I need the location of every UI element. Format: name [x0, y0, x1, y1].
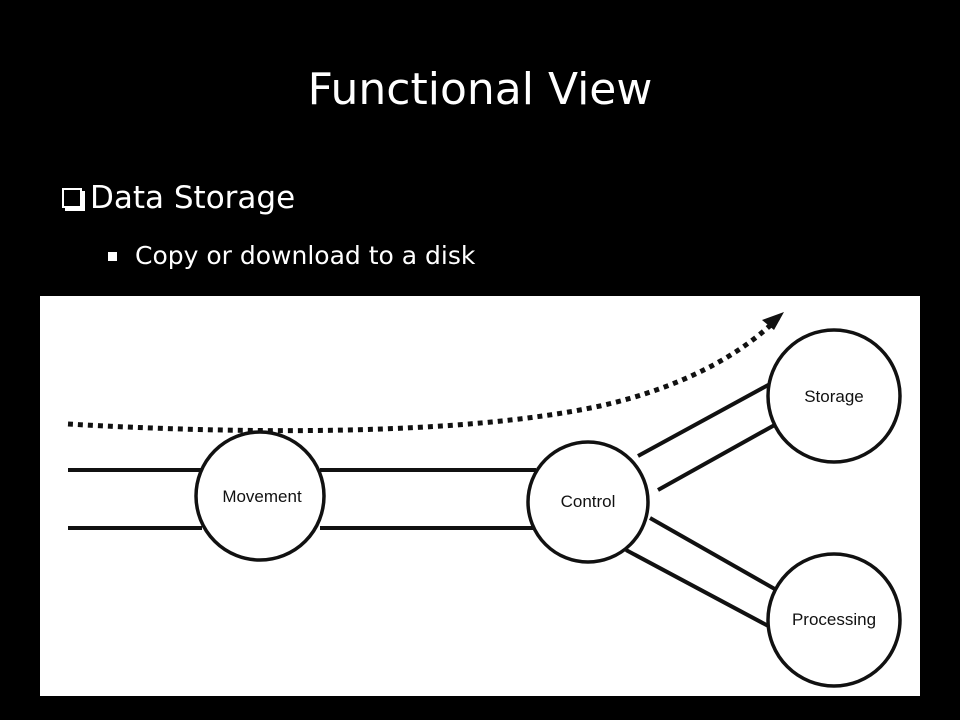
storage-node-label: Storage [804, 387, 864, 406]
control-node-label: Control [561, 492, 616, 511]
processing-node-label: Processing [792, 610, 876, 629]
storage-flow-arrow [67, 316, 780, 434]
slide-title: Functional View [307, 64, 653, 115]
sub-bullet-copy-download-text: Copy or download to a disk [135, 241, 476, 270]
movement-node-label: Movement [222, 487, 302, 506]
control-processing-channel-bottom [625, 548, 773, 630]
bullet-data-storage: Data Storage [62, 178, 295, 218]
processing-node [766, 552, 902, 688]
diagram-canvas: Movement Control Storage Processing [67, 312, 902, 688]
bullet-data-storage-text: Data Storage [90, 180, 296, 216]
storage-node [766, 328, 902, 464]
control-storage-channel-top [637, 382, 771, 458]
control-processing-channel-top [649, 516, 781, 594]
movement-node [194, 430, 326, 562]
arrowhead-icon [762, 312, 784, 330]
square-bullet-icon [108, 251, 117, 261]
control-storage-channel-bottom [657, 420, 781, 492]
checkbox-bullet-icon [62, 188, 82, 208]
control-node [526, 440, 650, 564]
functional-view-diagram: Movement Control Storage Processing [40, 296, 920, 696]
sub-bullet-copy-download: Copy or download to a disk [108, 238, 475, 274]
